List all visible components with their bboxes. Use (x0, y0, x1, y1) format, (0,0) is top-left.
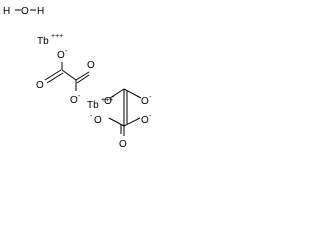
bond-c1-to-c2 (61, 69, 77, 81)
bond-c4-to-o-right (123, 117, 141, 127)
bond-c1-carbonyl-left (44, 69, 62, 81)
oxygen-bottom-carbonyl-label: O (119, 139, 127, 150)
oxygen-bottom-left-label: O (94, 115, 102, 126)
bond-c4-to-o-left (108, 117, 125, 127)
oxalate-lower: O - O - O - O - O (90, 88, 152, 150)
oxygen-bottom-left-charge: - (90, 113, 93, 120)
oxygen-carbonyl-right-label: O (87, 60, 95, 71)
water-oxygen-label: O (21, 6, 29, 17)
oxygen-middle-right-charge: - (149, 94, 152, 101)
terbium-symbol-label: Tb (37, 36, 49, 47)
oxygen-middle-right-label: O (141, 96, 149, 107)
bond-c2-carbonyl-up-double (76, 74, 90, 84)
oxygen-middle-left-label: O (104, 96, 112, 107)
bond-c1-carbonyl-left-double (46, 72, 64, 84)
bond-c3-to-o-right (123, 88, 142, 99)
bond-c2-carbonyl-up (75, 71, 90, 81)
chemical-structure-diagram: H O H Tb +++ O - O O O - Tb +++ (3, 6, 152, 150)
oxygen-carbonyl-left-label: O (36, 80, 44, 91)
oxygen-lower-label: O (70, 95, 78, 106)
water-molecule: H O H (3, 6, 44, 17)
oxalate-upper: O - O O O - (36, 48, 95, 106)
water-hydrogen-left-label: H (3, 6, 10, 17)
oxygen-bottom-right-charge: - (149, 113, 152, 120)
oxygen-lower-charge: - (78, 93, 81, 100)
oxygen-upper-label: O (57, 50, 65, 61)
oxygen-bottom-right-label: O (141, 115, 149, 126)
terbium-cation-upper: Tb +++ (37, 33, 63, 47)
terbium-charge-label: +++ (51, 33, 63, 40)
terbium-symbol-label: Tb (87, 100, 99, 111)
oxygen-upper-charge: - (65, 48, 68, 55)
bond-o-to-c3-left (109, 88, 125, 99)
terbium-cation-lower: Tb +++ (87, 97, 113, 111)
water-hydrogen-right-label: H (37, 6, 44, 17)
terbium-charge-label: +++ (101, 97, 113, 104)
oxygen-middle-left-charge: - (112, 94, 115, 101)
